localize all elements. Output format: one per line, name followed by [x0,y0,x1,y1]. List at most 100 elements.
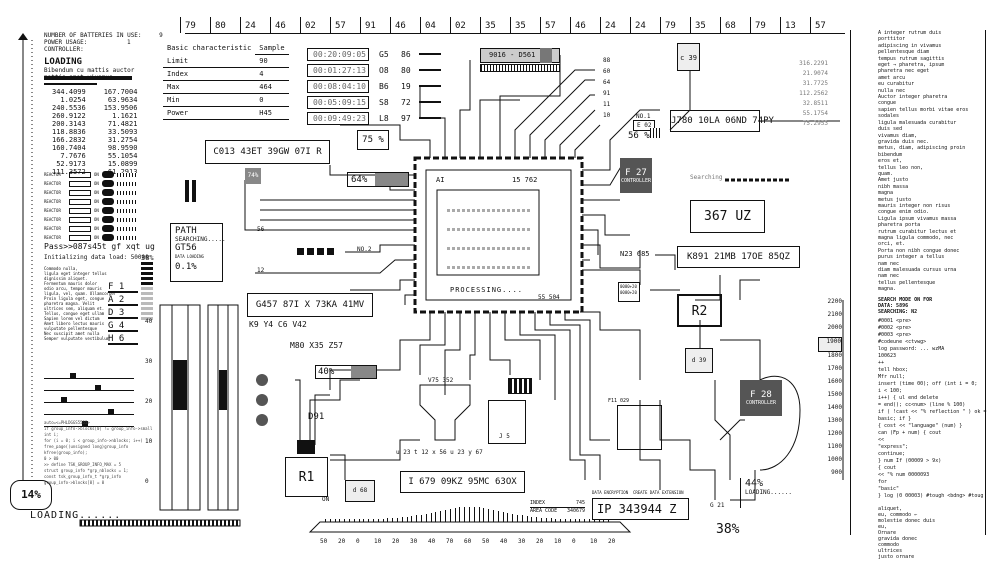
chip-cell [527,228,530,231]
gauge-bar [593,519,595,522]
ruler-tick [240,17,241,33]
right-text-line: eros et, [878,158,903,165]
chip-cell [482,247,485,250]
right-text-line: bibendum [878,151,903,158]
search-mode-line: DATA: 5896 [878,302,909,309]
chip-grid [446,198,532,272]
reactor-toggle[interactable] [101,189,114,196]
number-cell: 98.9590 [107,144,138,152]
chip-cell [492,209,495,212]
right-code-line: i++) { ul end delete [878,394,939,401]
scale-label: 70 [446,538,454,545]
chip-cell [497,209,500,212]
pct-64-bar: 64% [347,172,409,187]
slider-track[interactable] [44,394,134,403]
right-code-line: "basic" [878,485,900,492]
ruler-tick [360,17,361,33]
slider-handle[interactable] [61,397,67,403]
gauge-bar [545,518,547,522]
chip-cell [457,247,460,250]
right-code-line: << "% num 0000093 [878,471,930,478]
number-cell: 55.1054 [107,152,138,160]
slider-handle[interactable] [95,385,101,391]
reactor-toggle[interactable] [101,207,114,214]
slider-track[interactable] [44,370,134,379]
code-line: int i; [44,432,59,437]
timelog-time: 00:01:27:13 [307,63,369,77]
r1-box: R1 [285,457,328,497]
ruler-number: 13 [785,21,796,31]
chip-cell [447,266,450,269]
code-line: for (i = 0; i < group_info->nblocks; i++… [44,438,143,443]
reactor-bar [69,234,91,241]
gauge-bar [406,517,408,522]
text-line: vulputate pellentesque [44,326,97,331]
reactor-toggle[interactable] [101,216,114,223]
text-line: Semper vulputate vestibulum [44,336,110,341]
scale-number: 1900 [818,337,842,352]
reactor-label: REACTOR [44,190,61,195]
reactor-bar [69,216,91,223]
scale-number: 1200 [827,430,842,437]
chip-cell [467,266,470,269]
ruler-tick [270,17,271,33]
gauge-bar [560,519,562,522]
chip-cell [527,266,530,269]
slider-track[interactable] [44,418,134,427]
chip-cell [497,228,500,231]
reactor-toggle[interactable] [101,198,114,205]
j5-box: J 5 [488,400,526,444]
chip-cell [452,266,455,269]
scale-label: 20 [536,538,544,545]
table-cell-value: 90 [255,54,289,68]
timelog-bar [419,85,441,87]
scale-number: 1600 [827,378,842,385]
gauge-bar [435,512,437,522]
text-line: pharetra magna. Velit [44,301,95,306]
number-cell: 15.0899 [107,160,138,168]
gauge-bar [440,511,442,522]
reactor-bar [69,180,91,187]
timelog-code: O8 [379,65,389,75]
reactor-toggle[interactable] [101,234,114,241]
right-code-line: ++ [878,359,885,366]
chip-label-num: 15 762 [512,176,538,184]
gauge-bar [478,507,480,522]
slider-handle[interactable] [107,409,114,415]
gauge-bar [411,516,413,522]
slider-track[interactable] [44,382,134,391]
right-code-line: #0002 <pre> [878,324,912,331]
chip-sub: 55 504 [538,294,560,301]
slider-handle[interactable] [82,421,89,427]
reactor-label: REACTOR [44,235,61,240]
chip-cell [467,228,470,231]
right-code-line: log password: ... wzMA [878,345,945,352]
slider-handle[interactable] [69,373,76,379]
chip-cell [507,247,510,250]
table-cell-label: Min [163,93,256,107]
mini-bar [141,287,153,290]
pct-75-box: 75 % [357,130,389,150]
timelog-time: 00:20:09:05 [307,47,369,61]
ruler-tick [420,17,421,33]
chip-cell [482,228,485,231]
reactor-toggle[interactable] [101,171,114,178]
slider-track[interactable] [44,406,134,415]
ruler-tick [810,17,811,33]
horizontal-sliders[interactable] [44,370,134,430]
ruler-tick [210,17,211,33]
gauge-bar [541,518,542,522]
right-text-line: eget → pharetra, ipsum [878,62,945,69]
reactor-on-label: ON [94,190,99,195]
chip-cell [502,209,505,212]
c39-box: c 39 [677,43,700,71]
timelog-num: 19 [401,81,411,91]
reactor-toggle[interactable] [101,225,114,232]
reactor-toggle[interactable] [101,180,114,187]
f11-panel: F11 029 [608,398,662,450]
